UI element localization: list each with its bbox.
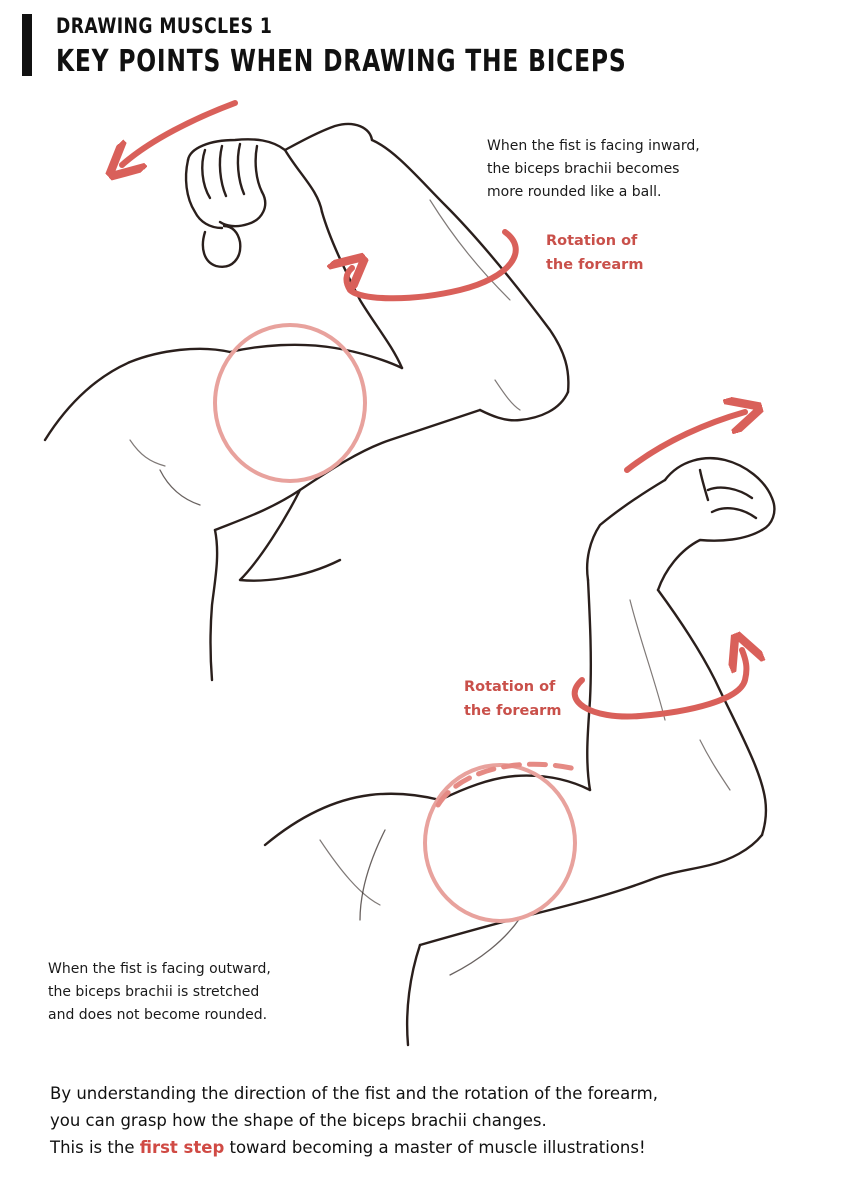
note-inward-line-2: the biceps brachii becomes bbox=[487, 161, 680, 177]
arm-fist-inward bbox=[43, 122, 570, 682]
arrow-curved-left-icon bbox=[122, 100, 238, 165]
note-inward-line-1: When the fist is facing inward, bbox=[487, 138, 700, 154]
header-accent-bar bbox=[22, 14, 32, 76]
summary-line-1: By understanding the direction of the fi… bbox=[50, 1084, 659, 1103]
note-fist-inward: When the fist is facing inward, the bice… bbox=[487, 135, 700, 204]
note-outward-line-2: the biceps brachii is stretched bbox=[48, 984, 260, 1000]
summary-line-3-after: toward becoming a master of muscle illus… bbox=[224, 1138, 646, 1157]
arm-fist-outward bbox=[263, 457, 776, 1047]
summary-line-2: you can grasp how the shape of the bicep… bbox=[50, 1111, 547, 1130]
fist-top bbox=[186, 122, 374, 162]
summary-line-3-before: This is the bbox=[50, 1138, 140, 1157]
summary-line-3: This is the first step toward becoming a… bbox=[50, 1134, 830, 1161]
note-outward-line-3: and does not become rounded. bbox=[48, 1007, 268, 1023]
rotation-arrow-icon-bottom bbox=[571, 650, 747, 720]
summary-paragraph: By understanding the direction of the fi… bbox=[50, 1080, 830, 1161]
summary-highlight-first-step: first step bbox=[139, 1138, 225, 1157]
note-fist-outward: When the fist is facing outward, the bic… bbox=[48, 958, 271, 1027]
arrow-curved-right-icon bbox=[624, 412, 745, 473]
series-kicker: DRAWING MUSCLES 1 bbox=[56, 14, 273, 38]
biceps-stretched-guide bbox=[423, 763, 577, 923]
label-rotation-bottom: Rotation of the forearm bbox=[464, 675, 561, 723]
note-outward-line-1: When the fist is facing outward, bbox=[48, 961, 271, 977]
label-rotation-top-line-2: the forearm bbox=[546, 257, 644, 273]
label-rotation-top: Rotation of the forearm bbox=[546, 229, 643, 277]
biceps-ball-guide bbox=[213, 323, 367, 483]
rotation-arrow-icon bbox=[346, 229, 519, 302]
note-inward-line-3: more rounded like a ball. bbox=[487, 184, 662, 200]
page-title: KEY POINTS WHEN DRAWING THE BICEPS bbox=[56, 44, 627, 79]
label-rotation-bottom-line-1: Rotation of bbox=[464, 679, 556, 695]
label-rotation-bottom-line-2: the forearm bbox=[464, 703, 562, 719]
label-rotation-top-line-1: Rotation of bbox=[546, 233, 638, 249]
biceps-rounded-dashed bbox=[435, 761, 583, 808]
